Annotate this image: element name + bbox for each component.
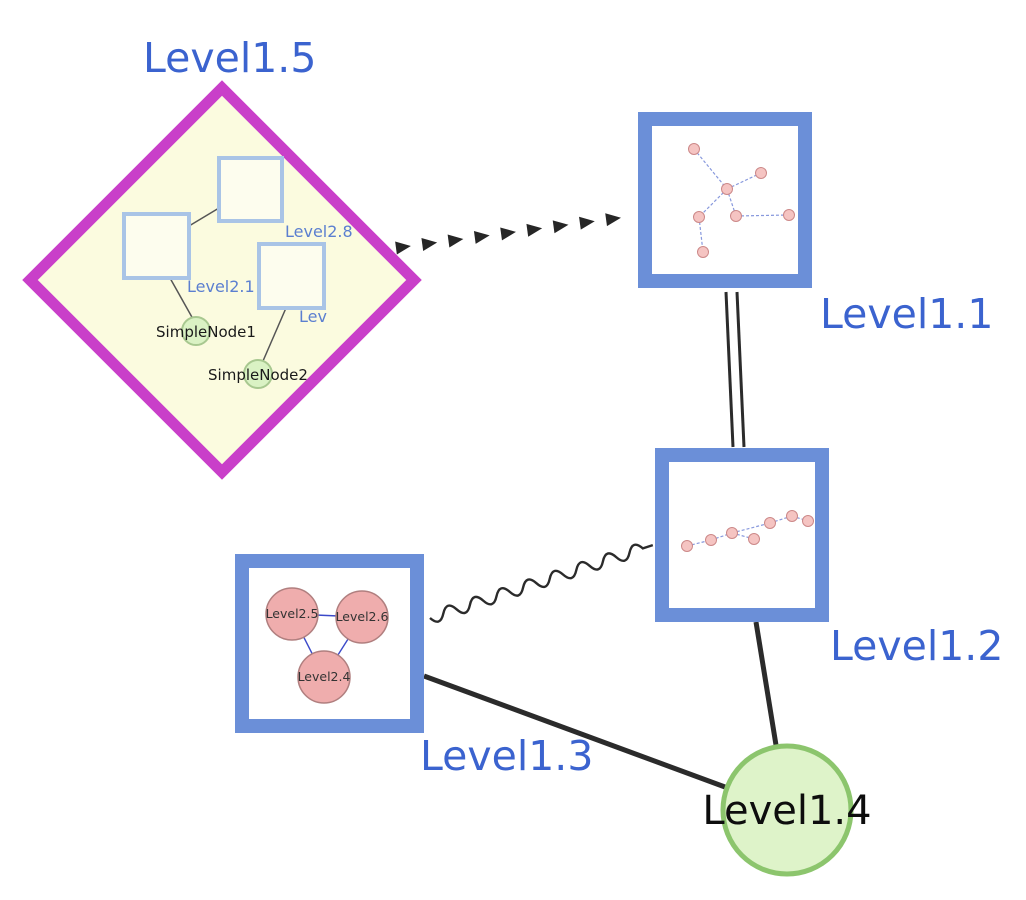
node-level26[interactable]: [335, 590, 389, 644]
node-level28[interactable]: [217, 156, 284, 223]
label-lev: Lev: [299, 307, 327, 326]
node-level21[interactable]: [122, 212, 191, 280]
label-level28: Level2.8: [285, 222, 353, 241]
node-level11-frame[interactable]: [638, 112, 812, 288]
node-level14[interactable]: Level1.4: [702, 743, 872, 877]
group-node-level15[interactable]: Level2.8 Level2.1 Lev SimpleNode1 Simple…: [22, 80, 422, 480]
diamond-shape[interactable]: [22, 80, 422, 480]
level12-mini-graph: [681, 510, 814, 552]
node-level12-frame[interactable]: [655, 448, 829, 622]
label-level14: Level1.4: [702, 788, 871, 834]
node-lev[interactable]: [257, 242, 326, 310]
edge-level12-level14[interactable]: [753, 621, 779, 746]
node-simplenode2[interactable]: [243, 359, 273, 389]
edge-level13-level14[interactable]: [423, 673, 726, 790]
node-level12[interactable]: [655, 448, 829, 622]
edge-level15-level11[interactable]: [395, 211, 622, 255]
label-level24: Level2.4: [298, 669, 351, 684]
node-level25[interactable]: [265, 587, 319, 641]
label-level13: Level1.3: [420, 732, 593, 780]
node-level13[interactable]: Level2.5 Level2.6 Level2.4: [235, 554, 424, 733]
node-level11[interactable]: [638, 112, 812, 288]
level15-subgraph-edges: [169, 207, 287, 362]
edge-level11-level12[interactable]: [724, 291, 746, 448]
label-level15: Level1.5: [143, 34, 316, 82]
node-simplenode1[interactable]: [181, 316, 211, 346]
label-level11: Level1.1: [820, 290, 993, 338]
label-level21: Level2.1: [187, 277, 255, 296]
label-level12: Level1.2: [830, 622, 1003, 670]
label-simplenode2: SimpleNode2: [208, 366, 308, 384]
node-level24[interactable]: [297, 650, 351, 704]
node-level14-shape[interactable]: [720, 743, 854, 877]
level11-mini-graph: [688, 143, 795, 258]
label-simplenode1: SimpleNode1: [156, 323, 256, 341]
label-level25: Level2.5: [266, 606, 319, 621]
edge-level13-level12[interactable]: [429, 543, 654, 623]
level13-subgraph: Level2.5 Level2.6 Level2.4: [265, 587, 389, 704]
label-level26: Level2.6: [336, 609, 389, 624]
